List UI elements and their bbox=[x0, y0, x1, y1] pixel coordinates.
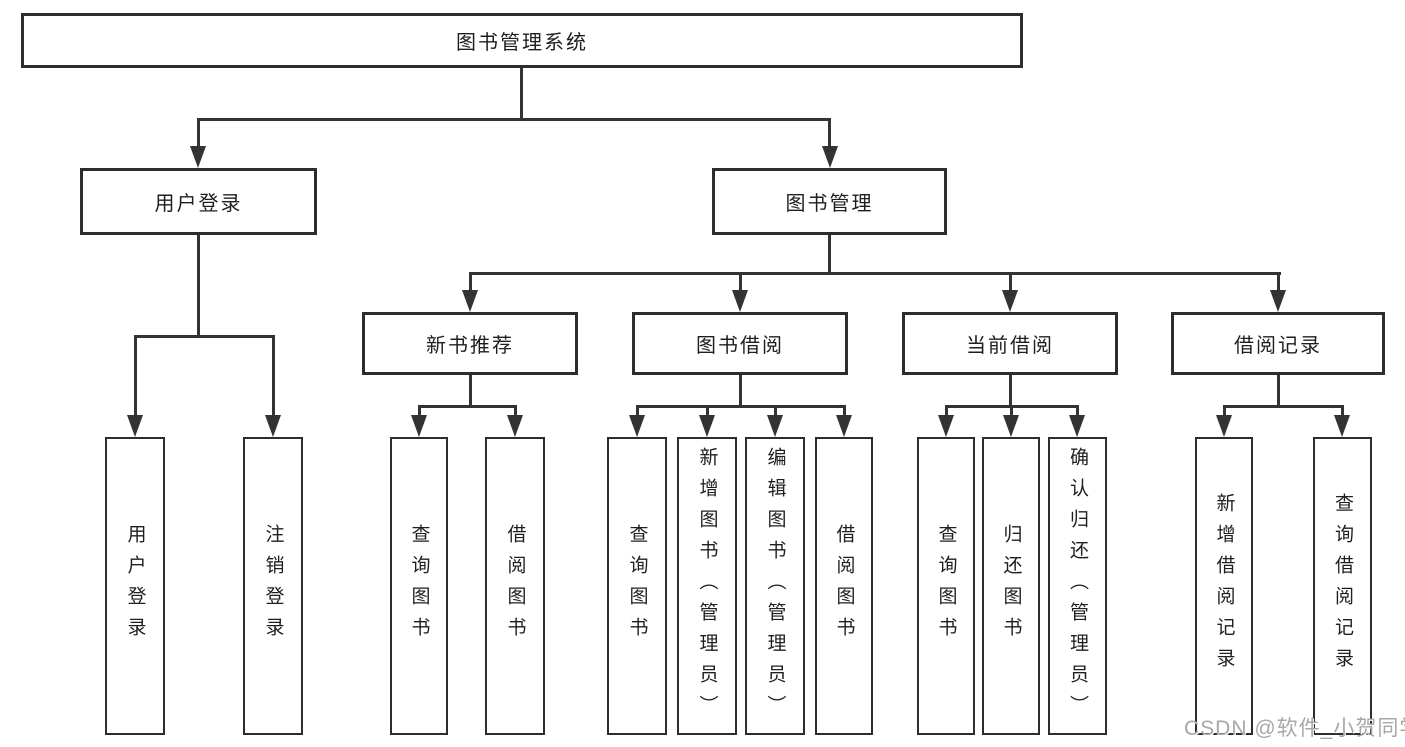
arrowhead-down-icon bbox=[1003, 415, 1019, 437]
leaf-label: 注销登录 bbox=[262, 524, 284, 648]
node-label: 用户登录 bbox=[154, 193, 243, 215]
node-current-borrowing: 当前借阅 bbox=[902, 312, 1118, 375]
leaf-borrow-books: 借阅图书 bbox=[815, 437, 873, 735]
leaf-return-book: 归还图书 bbox=[982, 437, 1040, 735]
leaf-confirm-return-admin: 确认归还（管理员） bbox=[1048, 437, 1107, 735]
connector-line bbox=[706, 405, 709, 417]
leaf-label: 查询图书 bbox=[935, 524, 957, 648]
connector-line bbox=[197, 235, 200, 338]
connector-line bbox=[1277, 272, 1280, 294]
connector-line bbox=[469, 272, 472, 294]
connector-line bbox=[1223, 405, 1226, 417]
leaf-label: 编辑图书（管理员） bbox=[764, 446, 786, 726]
arrowhead-down-icon bbox=[1216, 415, 1232, 437]
node-label: 当前借阅 bbox=[966, 335, 1054, 357]
arrowhead-down-icon bbox=[836, 415, 852, 437]
leaf-logout: 注销登录 bbox=[243, 437, 303, 735]
connector-line bbox=[739, 272, 742, 294]
arrowhead-down-icon bbox=[1270, 290, 1286, 312]
arrowhead-down-icon bbox=[699, 415, 715, 437]
connector-line bbox=[197, 118, 831, 121]
leaf-query-books-borrowing: 查询图书 bbox=[607, 437, 667, 735]
connector-line bbox=[418, 405, 517, 408]
arrowhead-down-icon bbox=[1002, 290, 1018, 312]
arrowhead-down-icon bbox=[411, 415, 427, 437]
node-label: 图书管理系统 bbox=[456, 32, 588, 54]
node-book-management: 图书管理 bbox=[712, 168, 947, 235]
arrowhead-down-icon bbox=[629, 415, 645, 437]
connector-line bbox=[1076, 405, 1079, 417]
connector-line bbox=[197, 118, 200, 148]
leaf-label: 确认归还（管理员） bbox=[1067, 446, 1088, 726]
connector-line bbox=[945, 405, 948, 417]
leaf-label: 查询借阅记录 bbox=[1332, 493, 1353, 679]
arrowhead-down-icon bbox=[732, 290, 748, 312]
node-new-book-recommendation: 新书推荐 bbox=[362, 312, 578, 375]
arrowhead-down-icon bbox=[265, 415, 281, 437]
leaf-query-borrow-record: 查询借阅记录 bbox=[1313, 437, 1372, 735]
arrowhead-down-icon bbox=[767, 415, 783, 437]
leaf-query-books-recommend: 查询图书 bbox=[390, 437, 448, 735]
arrowhead-down-icon bbox=[938, 415, 954, 437]
connector-line bbox=[514, 405, 517, 417]
node-label: 新书推荐 bbox=[426, 335, 514, 357]
connector-line bbox=[774, 405, 777, 417]
connector-line bbox=[418, 405, 421, 417]
connector-line bbox=[828, 118, 831, 148]
connector-line bbox=[636, 405, 846, 408]
leaf-borrow-books-recommend: 借阅图书 bbox=[485, 437, 545, 735]
leaf-label: 借阅图书 bbox=[504, 524, 526, 648]
connector-line bbox=[1277, 375, 1280, 408]
leaf-label: 借阅图书 bbox=[833, 524, 855, 648]
arrowhead-down-icon bbox=[507, 415, 523, 437]
connector-line bbox=[469, 272, 1281, 275]
connector-line bbox=[134, 335, 275, 338]
arrowhead-down-icon bbox=[1069, 415, 1085, 437]
leaf-label: 新增图书（管理员） bbox=[696, 446, 718, 726]
arrowhead-down-icon bbox=[127, 415, 143, 437]
leaf-add-book-admin: 新增图书（管理员） bbox=[677, 437, 737, 735]
node-label: 图书管理 bbox=[785, 193, 874, 215]
node-book-borrowing: 图书借阅 bbox=[632, 312, 848, 375]
connector-line bbox=[1341, 405, 1344, 417]
leaf-label: 用户登录 bbox=[124, 524, 146, 648]
leaf-label: 查询图书 bbox=[408, 524, 430, 648]
leaf-query-books-current: 查询图书 bbox=[917, 437, 975, 735]
connector-line bbox=[134, 335, 137, 417]
leaf-label: 归还图书 bbox=[1000, 524, 1022, 648]
connector-line bbox=[520, 68, 523, 120]
arrowhead-down-icon bbox=[1334, 415, 1350, 437]
leaf-edit-book-admin: 编辑图书（管理员） bbox=[745, 437, 805, 735]
connector-line bbox=[272, 335, 275, 417]
connector-line bbox=[1223, 405, 1344, 408]
connector-line bbox=[828, 235, 831, 275]
node-borrowing-records: 借阅记录 bbox=[1171, 312, 1385, 375]
leaf-label: 查询图书 bbox=[626, 524, 648, 648]
connector-line bbox=[739, 375, 742, 408]
node-library-management-system: 图书管理系统 bbox=[21, 13, 1023, 68]
watermark: CSDN @软件_小贺同学 bbox=[1184, 717, 1405, 740]
node-label: 借阅记录 bbox=[1234, 335, 1322, 357]
connector-line bbox=[1009, 375, 1012, 408]
arrowhead-down-icon bbox=[190, 146, 206, 168]
leaf-user-login: 用户登录 bbox=[105, 437, 165, 735]
connector-line bbox=[469, 375, 472, 408]
connector-line bbox=[1010, 405, 1013, 417]
arrowhead-down-icon bbox=[822, 146, 838, 168]
leaf-add-borrow-record: 新增借阅记录 bbox=[1195, 437, 1253, 735]
connector-line bbox=[843, 405, 846, 417]
arrowhead-down-icon bbox=[462, 290, 478, 312]
node-label: 图书借阅 bbox=[696, 335, 784, 357]
connector-line bbox=[636, 405, 639, 417]
node-user-login: 用户登录 bbox=[80, 168, 317, 235]
leaf-label: 新增借阅记录 bbox=[1213, 493, 1235, 679]
connector-line bbox=[1009, 272, 1012, 294]
